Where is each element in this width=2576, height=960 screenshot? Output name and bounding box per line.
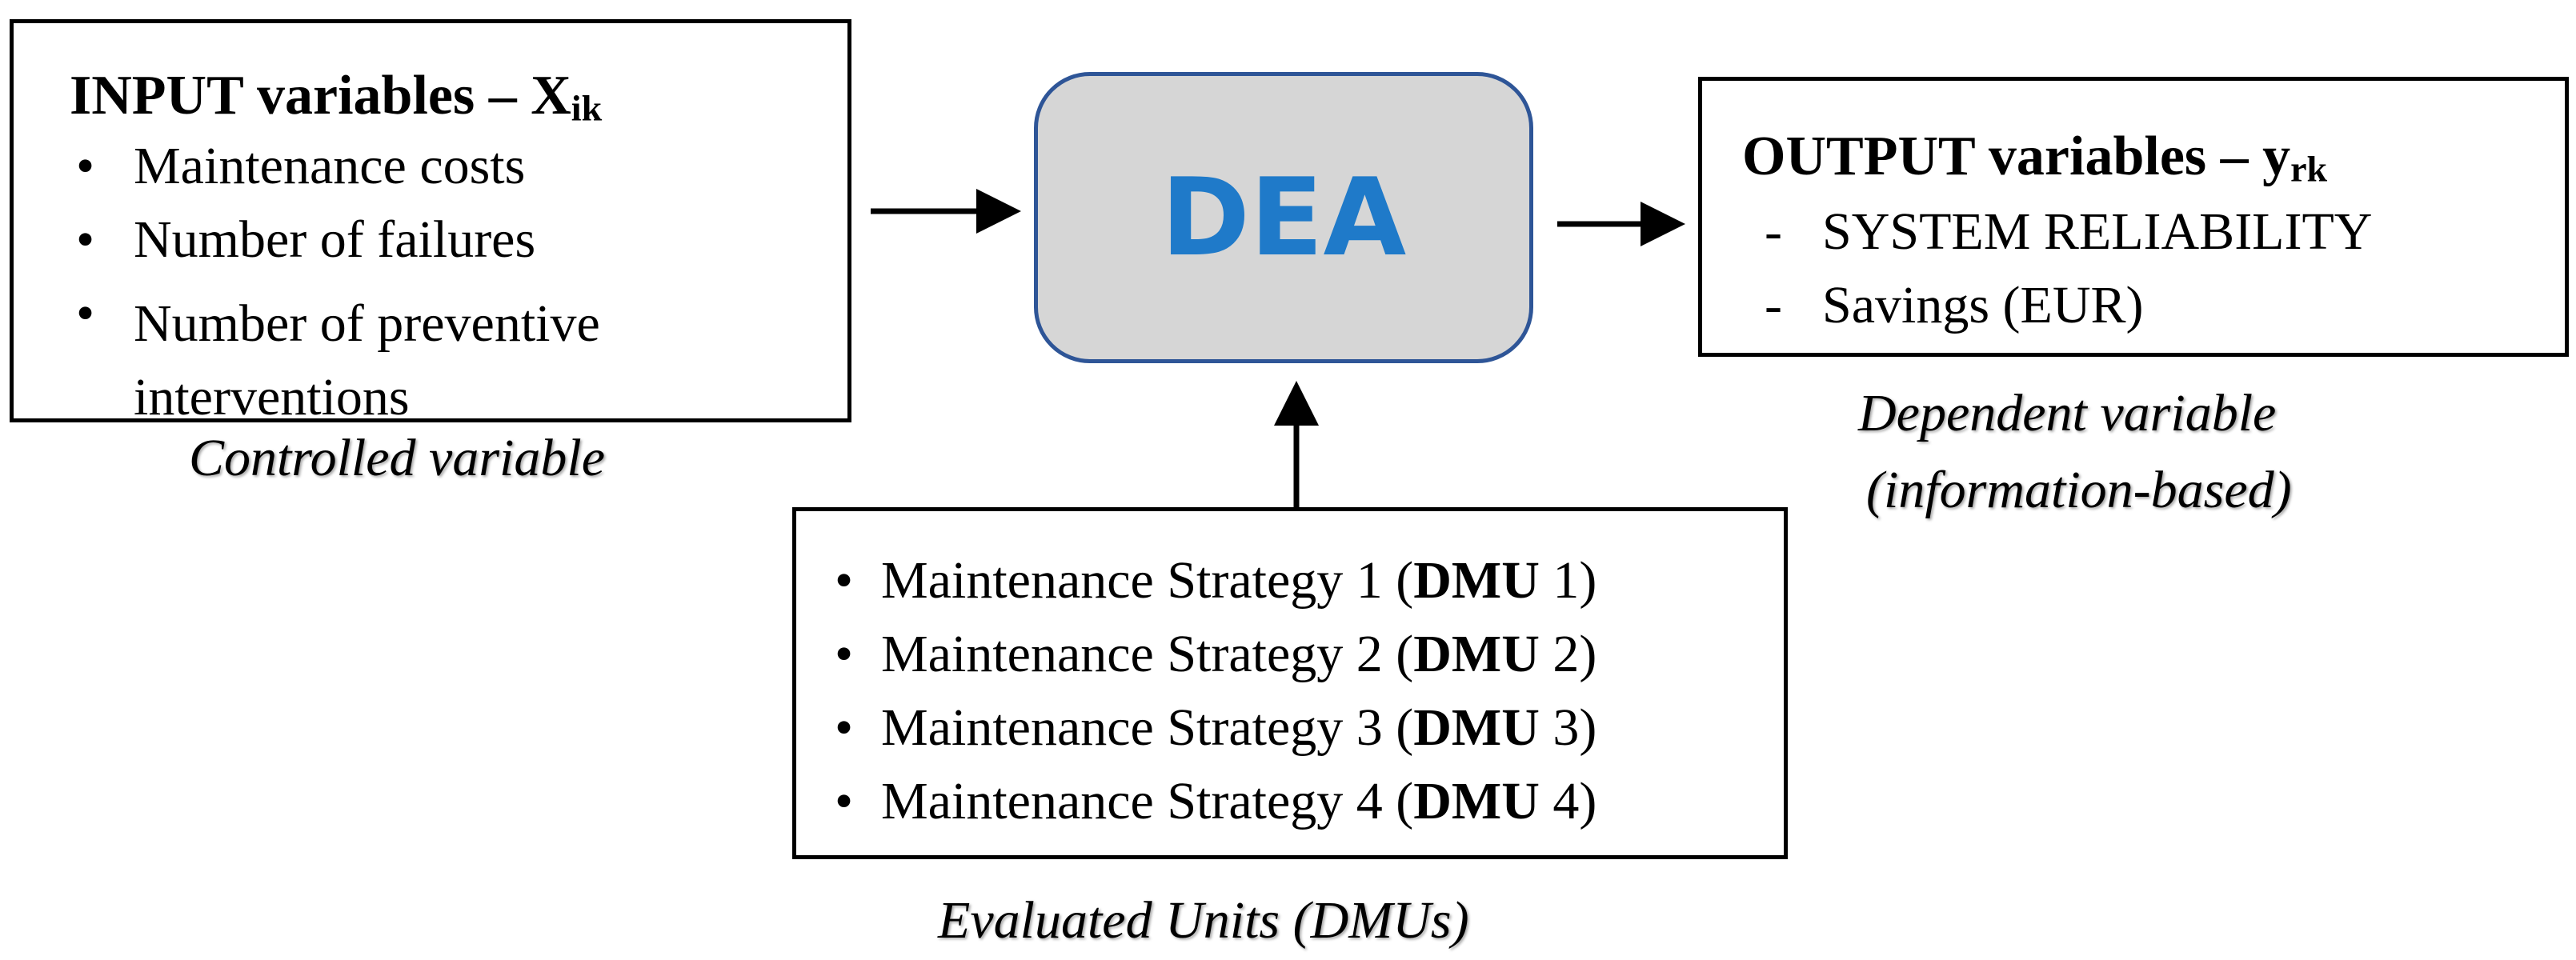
dmu-item-1: Maintenance Strategy 1 (DMU 1) <box>881 554 1596 607</box>
output-caption-line2: (information-based) <box>1866 461 2292 519</box>
dmu-item-3-suffix: 3) <box>1539 698 1597 757</box>
dmu-bullet-3: • <box>835 698 854 757</box>
dmu-item-3-text: Maintenance Strategy 3 ( <box>881 698 1414 757</box>
dmu-item-4-bold: DMU <box>1413 772 1540 830</box>
dmu-caption: Evaluated Units (DMUs) <box>938 891 1469 950</box>
dea-box: DEA <box>1034 72 1533 363</box>
dmu-bullet-1: • <box>835 551 854 610</box>
input-caption: Controlled variable <box>189 429 606 487</box>
input-item-2: Number of failures <box>134 210 536 269</box>
input-bullet-2: • <box>76 210 95 269</box>
output-variables-box: OUTPUT variables – yrk - - SYSTEM RELIAB… <box>1698 77 2569 357</box>
dmu-item-1-suffix: 1) <box>1539 551 1597 610</box>
dmu-item-3: Maintenance Strategy 3 (DMU 3) <box>881 702 1596 754</box>
input-item-3: Number of preventive interventions <box>134 294 600 426</box>
output-caption-line1: Dependent variable <box>1858 384 2277 442</box>
dmu-box: • • • • Maintenance Strategy 1 (DMU 1) M… <box>792 507 1788 859</box>
dmu-item-3-bold: DMU <box>1413 698 1540 757</box>
dmu-item-1-text: Maintenance Strategy 1 ( <box>881 551 1414 610</box>
dmu-item-1-bold: DMU <box>1413 551 1540 610</box>
dmu-item-4-suffix: 4) <box>1539 772 1597 830</box>
dmu-item-2-suffix: 2) <box>1539 625 1597 683</box>
dmu-item-2: Maintenance Strategy 2 (DMU 2) <box>881 628 1596 681</box>
dea-label: DEA <box>1160 155 1407 280</box>
input-bullet-1: • <box>76 137 95 195</box>
output-item-1: SYSTEM RELIABILITY <box>1822 202 2373 261</box>
dmu-item-4: Maintenance Strategy 4 (DMU 4) <box>881 775 1596 828</box>
output-dash-1: - <box>1765 202 1782 261</box>
input-item-1: Maintenance costs <box>134 137 526 195</box>
dmu-bullet-2: • <box>835 625 854 683</box>
dmu-bullet-4: • <box>835 772 854 830</box>
dmu-item-2-bold: DMU <box>1413 625 1540 683</box>
output-dash-2: - <box>1765 276 1782 334</box>
input-box-title: INPUT variables – Xik <box>70 65 603 129</box>
output-box-title: OUTPUT variables – yrk <box>1742 126 2328 190</box>
input-bullet-3: • <box>76 284 95 342</box>
dmu-item-4-text: Maintenance Strategy 4 ( <box>881 772 1414 830</box>
dmu-item-2-text: Maintenance Strategy 2 ( <box>881 625 1414 683</box>
input-variables-box: INPUT variables – Xik • • • Maintenance … <box>10 19 851 426</box>
output-item-2: Savings (EUR) <box>1822 276 2144 334</box>
